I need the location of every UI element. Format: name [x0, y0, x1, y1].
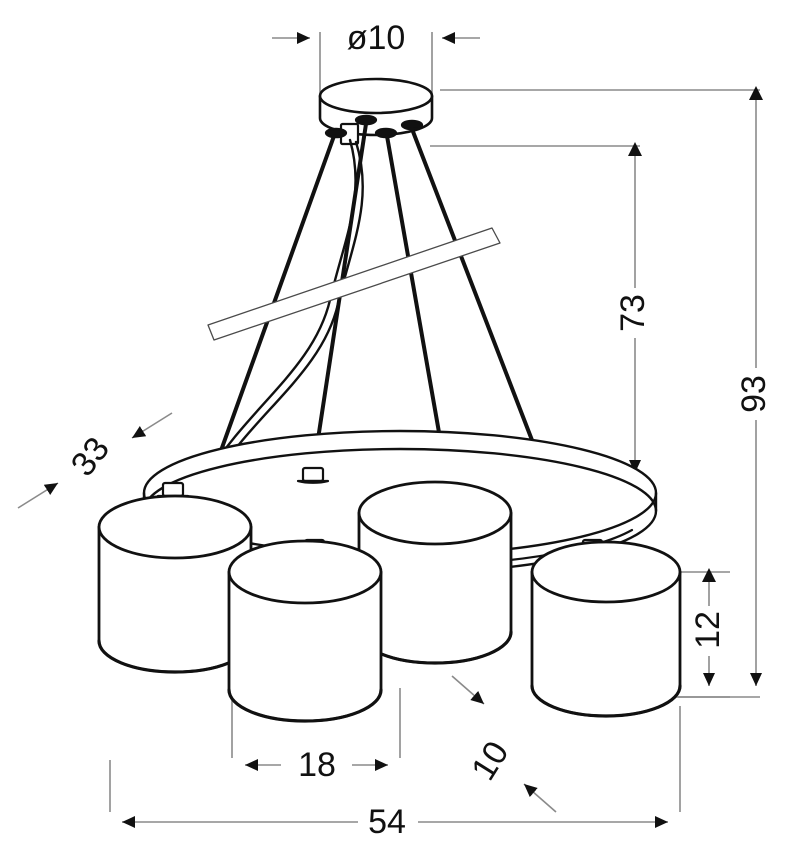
shade-left — [97, 494, 253, 674]
socket-2 — [296, 466, 330, 484]
dim-ring-depth — [17, 412, 173, 509]
break-band — [207, 227, 501, 341]
dim-shade-spacing — [451, 675, 557, 813]
canopy-cable-grommets — [324, 114, 424, 139]
label-drop-to-ring: 73 — [614, 294, 652, 332]
shade-right — [530, 540, 682, 718]
label-shade-spacing: 10 — [464, 735, 516, 787]
dim-shade-height — [672, 568, 730, 698]
dim-overall-width — [109, 706, 681, 828]
shade-front-left — [227, 539, 383, 723]
label-shade-diameter: 18 — [298, 746, 336, 784]
product-outline — [97, 77, 682, 723]
label-overall-width: 54 — [368, 803, 406, 841]
dimension-lines — [17, 32, 763, 828]
label-total-height: 93 — [735, 375, 773, 413]
label-canopy-diameter: ø10 — [347, 19, 406, 57]
label-shade-height: 12 — [689, 611, 727, 649]
label-ring-depth: 33 — [64, 430, 117, 483]
dim-shade-diameter — [231, 688, 401, 771]
dim-canopy-diameter — [272, 32, 480, 96]
